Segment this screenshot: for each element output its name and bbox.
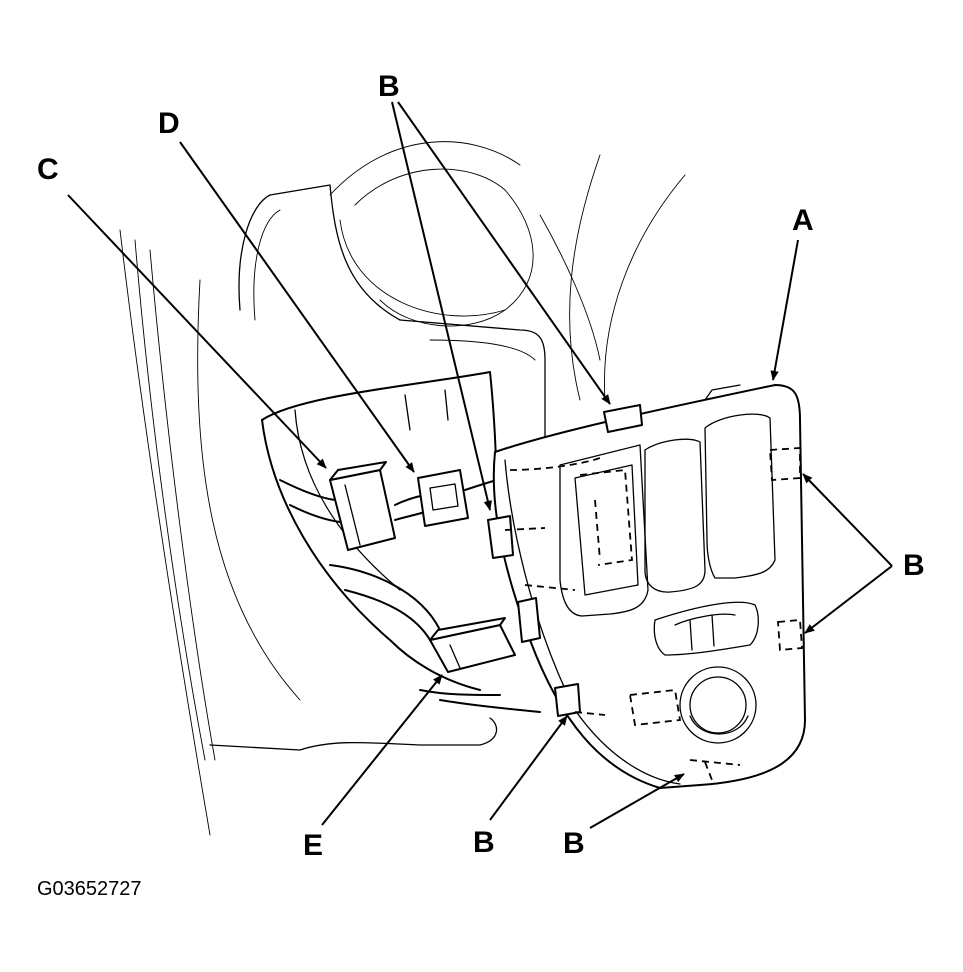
wiring-harness: [279, 477, 506, 696]
callout-c: C: [37, 153, 59, 186]
leader-d: [179, 141, 415, 473]
leader-b-right-2: [804, 565, 893, 634]
leader-e: [321, 674, 443, 826]
leader-b-right-1: [802, 473, 893, 567]
callout-e: E: [303, 829, 323, 862]
callout-b-bottom-right: B: [563, 827, 585, 860]
callout-b-right: B: [903, 549, 925, 582]
callout-d: D: [158, 107, 180, 140]
figure-id: G03652727: [37, 878, 142, 900]
leader-c: [67, 194, 327, 469]
leader-lines: [67, 101, 893, 829]
leader-b-top-1: [397, 101, 611, 405]
callout-labels: A B B B B C D E: [37, 70, 925, 862]
leader-b-bottom-right: [589, 773, 685, 829]
leader-a: [770, 239, 799, 381]
callout-b-bottom-left: B: [473, 826, 495, 859]
connector-d: [417, 469, 469, 527]
leader-b-bottom-left: [489, 715, 568, 821]
callout-b-top: B: [378, 70, 400, 103]
leader-b-top-2: [391, 101, 492, 511]
dashboard-background: [119, 141, 686, 836]
switch-panel-a: [487, 384, 806, 789]
callout-a: A: [792, 204, 814, 237]
connector-c: [329, 461, 396, 551]
connector-e: [429, 617, 516, 673]
